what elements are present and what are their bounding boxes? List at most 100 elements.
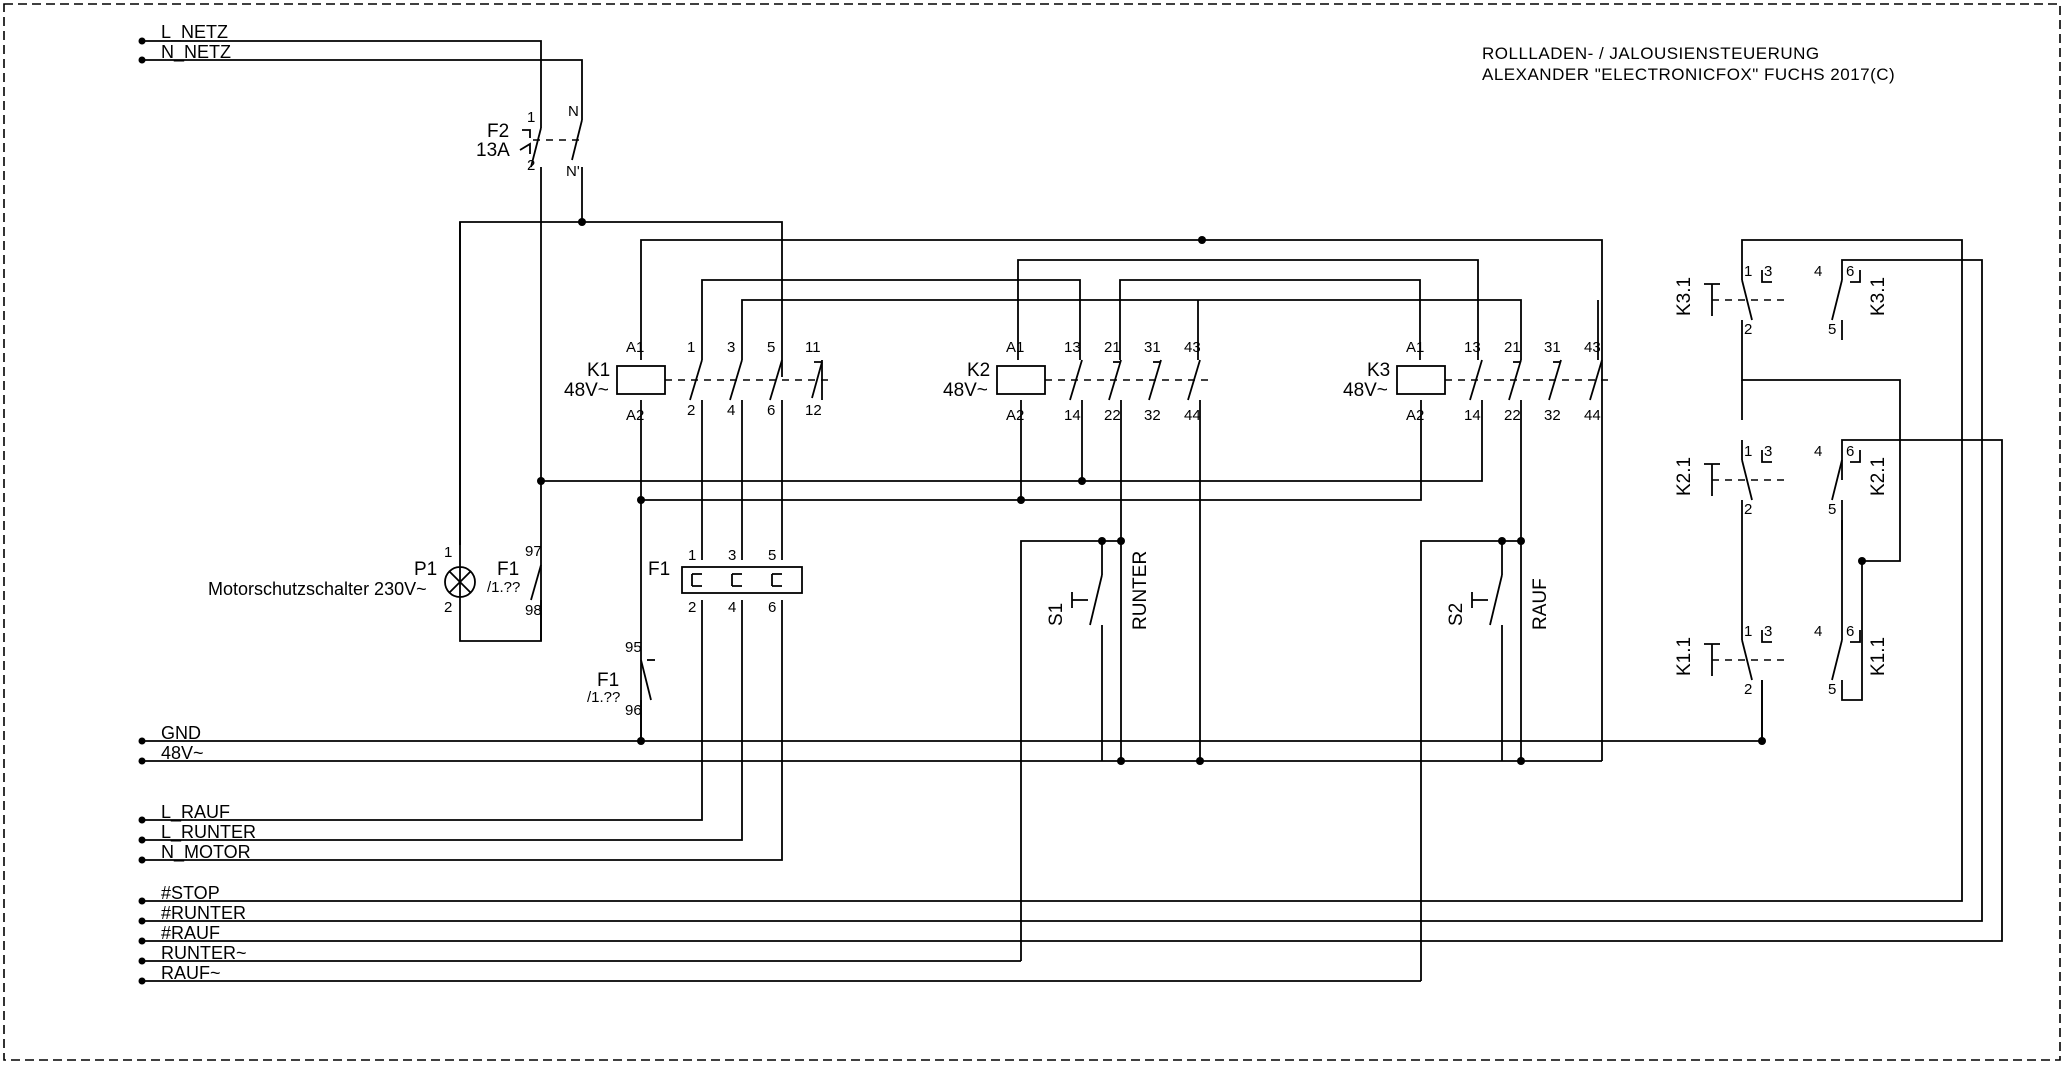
p1-pin-1: 1 (444, 544, 452, 561)
k3-pin-a2: A2 (1406, 407, 1424, 424)
title-line-1: ROLLLADEN- / JALOUSIENSTEUERUNG (1482, 44, 1820, 63)
bus-label-rauf-ac: RAUF~ (161, 963, 221, 983)
k3-pin-21: 21 (1504, 339, 1521, 356)
k2-pin-43: 43 (1184, 339, 1201, 356)
k2-pin-a2: A2 (1006, 407, 1024, 424)
bus-label-l-runter: L_RUNTER (161, 822, 256, 843)
k2-1-pin-4: 4 (1814, 443, 1822, 460)
title-line-2: ALEXANDER "ELECTRONICFOX" FUCHS 2017(C) (1482, 65, 1895, 84)
bus-label-stop: #STOP (161, 883, 220, 903)
k3-pin-32: 32 (1544, 407, 1561, 424)
f1-aux-name: F1 (497, 559, 519, 580)
f1-pin-6: 6 (768, 599, 776, 616)
k1-1-pin-2: 2 (1744, 681, 1752, 698)
k2-pin-44: 44 (1184, 407, 1201, 424)
k1-pin-2: 2 (687, 402, 695, 419)
k1-pin-12: 12 (805, 402, 822, 419)
k3-1-pin-2: 2 (1744, 321, 1752, 338)
k2-1-pin-5: 5 (1828, 501, 1836, 518)
f1-aux2-pin-95: 95 (625, 639, 642, 656)
p1-lamp: 1 2 P1 Motorschutzschalter 230V~ (208, 544, 476, 616)
f2-pin-2: 2 (527, 157, 535, 174)
k2-1-name-left: K2.1 (1674, 457, 1695, 496)
f1-aux-pin-97: 97 (525, 543, 542, 560)
k2-1-pin-3: 3 (1764, 443, 1772, 460)
bus-label-l-netz: L_NETZ (161, 22, 228, 43)
f1-aux2-ref: /1.?? (587, 689, 620, 706)
f1-aux-ref: /1.?? (487, 579, 520, 596)
bus-label-l-rauf: L_RAUF (161, 802, 230, 823)
k3-1-pin-6: 6 (1846, 263, 1854, 280)
bus-label-gnd: GND (161, 723, 201, 743)
k2-contactor: K2 48V~ A1 A2 13 21 31 43 14 22 32 44 (943, 339, 1210, 424)
relay-k1-1: K1.1 K1.1 1 3 2 4 6 5 (1674, 561, 1889, 741)
k3-pin-44: 44 (1584, 407, 1601, 424)
f2-name: F2 (487, 121, 509, 142)
f1-aux2-name: F1 (597, 670, 619, 691)
k2-pin-32: 32 (1144, 407, 1161, 424)
bus-label-48v: 48V~ (161, 743, 204, 763)
k1-pin-3: 3 (727, 339, 735, 356)
k3-pin-22: 22 (1504, 407, 1521, 424)
k1-1-pin-1: 1 (1744, 623, 1752, 640)
k2-pin-31: 31 (1144, 339, 1161, 356)
s1-pushbutton: S1 RUNTER (1046, 551, 1151, 630)
bus-label-runter-ac: RUNTER~ (161, 943, 247, 963)
s1-label: RUNTER (1130, 551, 1151, 630)
f2-pin-n: N (568, 103, 579, 120)
k1-name: K1 (587, 360, 610, 381)
bus-terminals (138, 37, 146, 985)
k3-1-pin-4: 4 (1814, 263, 1822, 280)
f2-rating: 13A (476, 140, 510, 161)
k3-1-pin-3: 3 (1764, 263, 1772, 280)
k3-1-pin-1: 1 (1744, 263, 1752, 280)
k3-name: K3 (1367, 360, 1390, 381)
f1-aux2-pin-96: 96 (625, 702, 642, 719)
f1-aux-97-98: 97 98 F1 /1.?? (487, 543, 542, 641)
f2-pin-n-prime: N' (566, 163, 580, 180)
p1-pin-2: 2 (444, 599, 452, 616)
f1-pin-5: 5 (768, 547, 776, 564)
k1-pin-a1: A1 (626, 339, 644, 356)
f2-pin-1: 1 (527, 109, 535, 126)
drawing-frame (3, 3, 2061, 1061)
k2-pin-14: 14 (1064, 407, 1081, 424)
k2-pin-13: 13 (1064, 339, 1081, 356)
k1-1-pin-5: 5 (1828, 681, 1836, 698)
k2-pin-a1: A1 (1006, 339, 1024, 356)
f1-pin-4: 4 (728, 599, 736, 616)
k1-pin-11: 11 (805, 339, 821, 356)
s2-pushbutton: S2 RAUF (1446, 574, 1551, 630)
p1-desc: Motorschutzschalter 230V~ (208, 579, 427, 599)
f1-aux-95-96: 95 96 F1 /1.?? (587, 639, 655, 719)
k3-1-name-left: K3.1 (1674, 277, 1695, 316)
k1-1-pin-3: 3 (1764, 623, 1772, 640)
k1-pin-5: 5 (767, 339, 775, 356)
k3-pin-a1: A1 (1406, 339, 1424, 356)
k2-1-pin-1: 1 (1744, 443, 1752, 460)
k3-pin-13: 13 (1464, 339, 1481, 356)
k1-pin-6: 6 (767, 402, 775, 419)
k2-voltage: 48V~ (943, 380, 988, 401)
bus-label-runter-n: #RUNTER (161, 903, 246, 923)
k1-1-name-right: K1.1 (1868, 637, 1889, 676)
f1-aux-pin-98: 98 (525, 602, 542, 619)
k2-1-pin-2: 2 (1744, 501, 1752, 518)
k2-pin-22: 22 (1104, 407, 1121, 424)
k1-1-name-left: K1.1 (1674, 637, 1695, 676)
f2-breaker: 1 2 N N' F2 13A (476, 103, 583, 180)
k1-voltage: 48V~ (564, 380, 609, 401)
relay-k2-1: K2.1 K2.1 1 3 2 4 6 5 (1674, 380, 1889, 540)
s2-label: RAUF (1530, 578, 1551, 630)
k2-1-name-right: K2.1 (1868, 457, 1889, 496)
k3-contactor: K3 48V~ A1 A2 13 21 31 43 14 22 32 44 (1343, 339, 1610, 424)
relay-k3-1: K3.1 K3.1 1 3 2 4 6 5 (1674, 263, 1889, 338)
bus-label-n-motor: N_MOTOR (161, 842, 251, 863)
k1-pin-1: 1 (687, 339, 695, 356)
p1-name: P1 (414, 559, 437, 580)
k1-1-pin-6: 6 (1846, 623, 1854, 640)
f1-main-name: F1 (648, 559, 670, 580)
k3-pin-14: 14 (1464, 407, 1481, 424)
